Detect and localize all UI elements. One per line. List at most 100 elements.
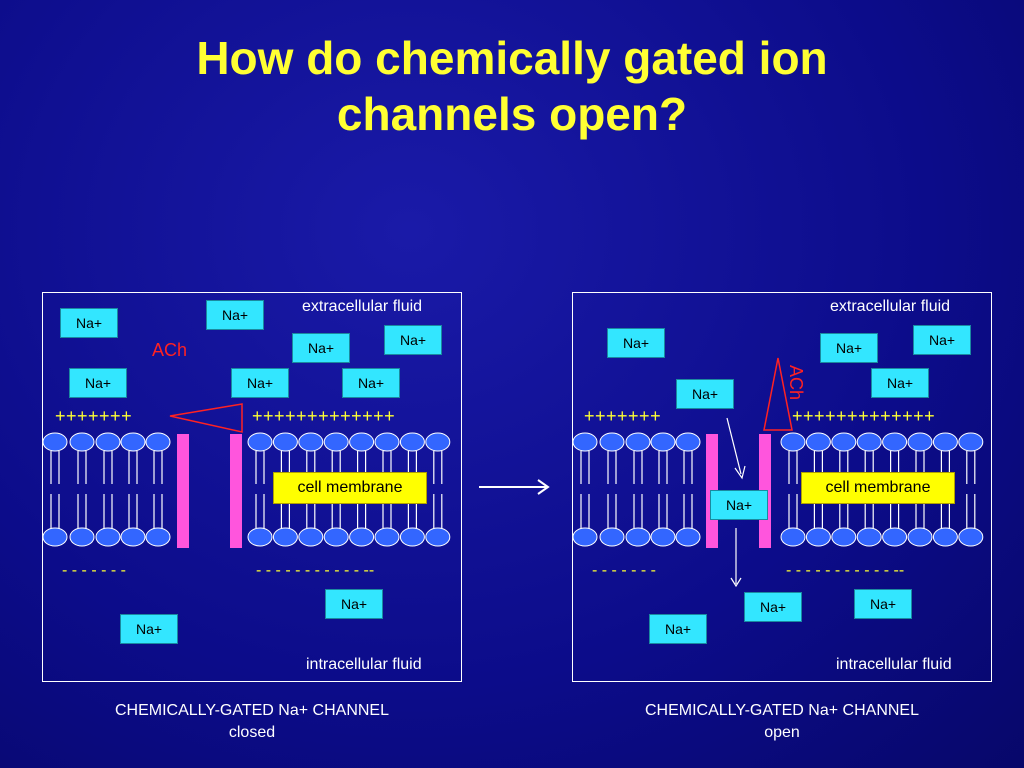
phospholipid-head-top [572, 432, 598, 452]
ach-label-left: ACh [152, 340, 188, 360]
phospholipid-head-bottom [349, 527, 375, 547]
channel-wall-left [177, 434, 189, 548]
phospholipid-head-bottom [42, 527, 68, 547]
minus-charges-left-a: - - - - - - - [62, 562, 126, 579]
transition-arrow-head [537, 479, 550, 495]
phospholipid-head-bottom [805, 527, 831, 547]
phospholipid-head-bottom [907, 527, 933, 547]
phospholipid-head-top [425, 432, 451, 452]
na-ion: Na+ [325, 589, 383, 619]
na-ion: Na+ [871, 368, 929, 398]
na-ion: Na+ [342, 368, 400, 398]
ach-receptor-open [763, 357, 793, 431]
plus-charges-left-b: +++++++++++++ [252, 406, 396, 426]
phospholipid-head-bottom [572, 527, 598, 547]
na-ion: Na+ [120, 614, 178, 644]
phospholipid-head-top [399, 432, 425, 452]
phospholipid-head-top [323, 432, 349, 452]
phospholipid-head-top [120, 432, 146, 452]
phospholipid-head-top [272, 432, 298, 452]
na-ion: Na+ [231, 368, 289, 398]
caption-left-line-1: CHEMICALLY-GATED Na+ CHANNEL [115, 702, 389, 719]
phospholipid-head-top [932, 432, 958, 452]
page-title: How do chemically gated ion channels ope… [0, 30, 1024, 142]
phospholipid-head-top [675, 432, 701, 452]
intracellular-label-left: intracellular fluid [306, 656, 422, 673]
closed-channel-panel [42, 292, 462, 682]
phospholipid-head-bottom [780, 527, 806, 547]
phospholipid-head-top [349, 432, 375, 452]
na-ion: Na+ [384, 325, 442, 355]
cell-membrane-label-left: cell membrane [273, 472, 427, 504]
phospholipid-head-bottom [120, 527, 146, 547]
ach-receptor-closed [169, 403, 243, 433]
na-ion: Na+ [292, 333, 350, 363]
extracellular-label-left: extracellular fluid [302, 298, 423, 315]
na-ion: Na+ [607, 328, 665, 358]
phospholipid-head-top [831, 432, 857, 452]
phospholipid-head-top [958, 432, 984, 452]
na-ion: Na+ [60, 308, 118, 338]
minus-charges-right-a: - - - - - - - [592, 562, 656, 579]
phospholipid-head-bottom [374, 527, 400, 547]
plus-charges-right-a: +++++++ [584, 406, 662, 426]
phospholipid-head-bottom [272, 527, 298, 547]
na-ion: Na+ [206, 300, 264, 330]
open-channel-panel [572, 292, 992, 682]
phospholipid-head-top [145, 432, 171, 452]
channel-wall-right [230, 434, 242, 548]
na-flow-arrow [726, 417, 742, 475]
phospholipid-head-top [882, 432, 908, 452]
phospholipid-head-bottom [145, 527, 171, 547]
phospholipid-head-bottom [932, 527, 958, 547]
phospholipid-head-bottom [247, 527, 273, 547]
plus-charges-right-b: +++++++++++++ [792, 406, 936, 426]
phospholipid-head-bottom [599, 527, 625, 547]
na-ion: Na+ [69, 368, 127, 398]
phospholipid-head-top [298, 432, 324, 452]
phospholipid-head-bottom [323, 527, 349, 547]
caption-right: CHEMICALLY-GATED Na+ CHANNEL open [572, 700, 992, 744]
title-line-2: channels open? [336, 88, 688, 140]
phospholipid-head-top [780, 432, 806, 452]
caption-right-line-1: CHEMICALLY-GATED Na+ CHANNEL [645, 702, 919, 719]
caption-right-line-2: open [764, 724, 800, 741]
phospholipid-head-top [650, 432, 676, 452]
na-flow-arrow-head [734, 465, 746, 480]
caption-left-line-2: closed [228, 724, 276, 741]
phospholipid-head-top [95, 432, 121, 452]
title-line-1: How do chemically gated ion [196, 32, 828, 84]
extracellular-label-right: extracellular fluid [830, 298, 951, 315]
phospholipid-head-top [374, 432, 400, 452]
phospholipid-head-bottom [425, 527, 451, 547]
na-ion: Na+ [820, 333, 878, 363]
na-ion: Na+ [649, 614, 707, 644]
phospholipid-head-top [69, 432, 95, 452]
phospholipid-head-bottom [298, 527, 324, 547]
phospholipid-head-bottom [882, 527, 908, 547]
plus-charges-left-a: +++++++ [55, 406, 133, 426]
minus-charges-right-b: - - - - - - - - - - - -- [786, 562, 905, 579]
na-flow-arrow-head [730, 577, 742, 588]
phospholipid-head-bottom [675, 527, 701, 547]
phospholipid-head-bottom [831, 527, 857, 547]
phospholipid-head-bottom [95, 527, 121, 547]
intracellular-label-right: intracellular fluid [836, 656, 952, 673]
phospholipid-head-top [599, 432, 625, 452]
phospholipid-head-top [625, 432, 651, 452]
phospholipid-head-top [247, 432, 273, 452]
na-ion: Na+ [676, 379, 734, 409]
phospholipid-head-top [856, 432, 882, 452]
phospholipid-head-top [805, 432, 831, 452]
phospholipid-head-bottom [69, 527, 95, 547]
ach-label-right: ACh [786, 365, 806, 401]
phospholipid-head-bottom [856, 527, 882, 547]
phospholipid-head-top [42, 432, 68, 452]
na-ion: Na+ [854, 589, 912, 619]
na-ion: Na+ [744, 592, 802, 622]
phospholipid-head-top [907, 432, 933, 452]
minus-charges-left-b: - - - - - - - - - - - -- [256, 562, 375, 579]
phospholipid-head-bottom [399, 527, 425, 547]
na-ion: Na+ [710, 490, 768, 520]
caption-left: CHEMICALLY-GATED Na+ CHANNEL closed [42, 700, 462, 744]
